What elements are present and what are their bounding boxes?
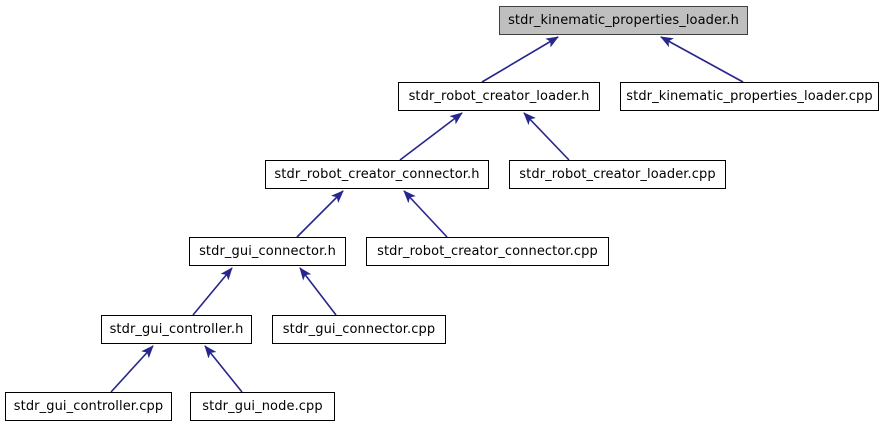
graph-node-label: stdr_robot_creator_loader.h [408, 89, 590, 104]
graph-edge-n3-to-n1 [399, 112, 463, 161]
graph-edge-n1-to-n0 [481, 36, 559, 83]
graph-node-label: stdr_gui_controller.cpp [13, 399, 164, 414]
graph-node-stdr-gui-node-cpp[interactable]: stdr_gui_node.cpp [190, 392, 335, 421]
graph-edge-n2-to-n0 [660, 36, 744, 83]
graph-node-label: stdr_gui_controller.h [109, 322, 244, 337]
graph-node-stdr-robot-creator-loader-cpp[interactable]: stdr_robot_creator_loader.cpp [509, 160, 726, 189]
graph-node-label: stdr_kinematic_properties_loader.h [508, 13, 739, 28]
graph-node-label: stdr_robot_creator_connector.h [274, 167, 480, 182]
graph-edge-n7-to-n5 [192, 267, 233, 316]
graph-node-label: stdr_robot_creator_connector.cpp [377, 244, 598, 259]
graph-edge-n9-to-n7 [110, 345, 154, 393]
graph-node-stdr-kinematic-properties-loader-h[interactable]: stdr_kinematic_properties_loader.h [499, 6, 748, 35]
graph-node-label: stdr_robot_creator_loader.cpp [519, 167, 716, 182]
graph-node-stdr-gui-connector-h[interactable]: stdr_gui_connector.h [189, 237, 346, 266]
graph-node-stdr-gui-controller-h[interactable]: stdr_gui_controller.h [101, 315, 252, 344]
graph-node-stdr-robot-creator-loader-h[interactable]: stdr_robot_creator_loader.h [398, 82, 600, 111]
graph-node-stdr-kinematic-properties-loader-cpp[interactable]: stdr_kinematic_properties_loader.cpp [620, 82, 879, 111]
graph-node-stdr-gui-controller-cpp[interactable]: stdr_gui_controller.cpp [5, 392, 172, 421]
graph-node-label: stdr_kinematic_properties_loader.cpp [626, 89, 873, 104]
graph-edge-n5-to-n3 [296, 190, 344, 238]
graph-node-stdr-robot-creator-connector-cpp[interactable]: stdr_robot_creator_connector.cpp [366, 237, 609, 266]
graph-node-label: stdr_gui_connector.h [199, 244, 336, 259]
graph-edge-n6-to-n3 [403, 190, 448, 238]
graph-node-stdr-gui-connector-cpp[interactable]: stdr_gui_connector.cpp [272, 315, 446, 344]
graph-edge-n4-to-n1 [523, 112, 570, 161]
graph-node-label: stdr_gui_connector.cpp [282, 322, 436, 337]
graph-edge-n8-to-n5 [299, 267, 337, 316]
graph-edge-n10-to-n7 [204, 345, 243, 393]
graph-node-label: stdr_gui_node.cpp [202, 399, 323, 414]
graph-node-stdr-robot-creator-connector-h[interactable]: stdr_robot_creator_connector.h [265, 160, 489, 189]
